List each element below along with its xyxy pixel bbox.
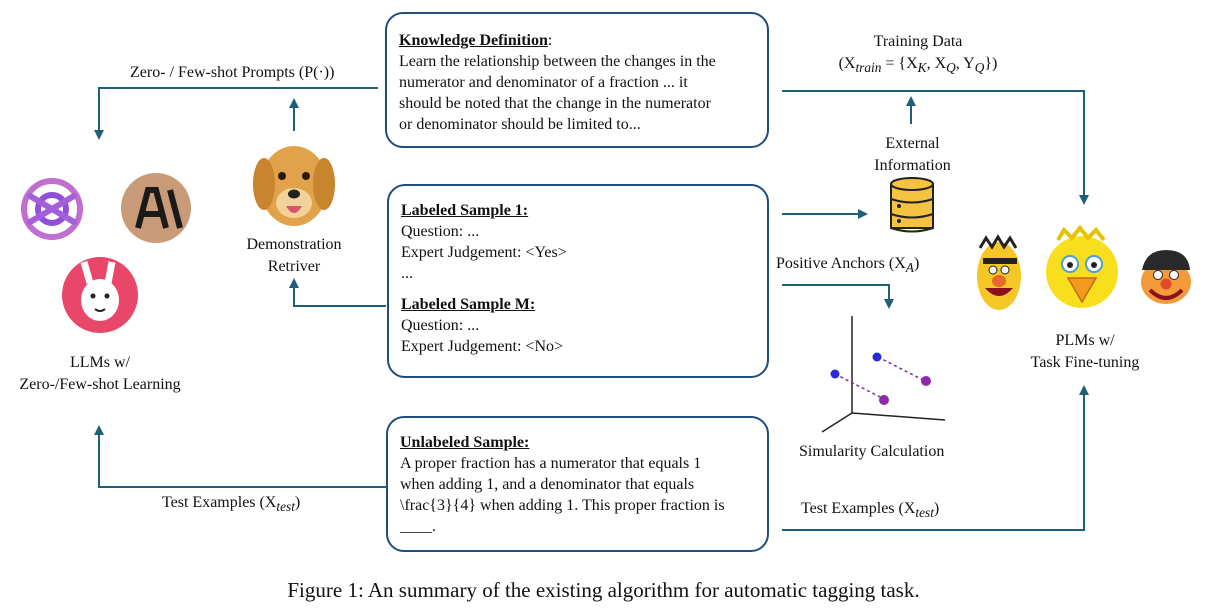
- simularity-calculation-label: Simularity Calculation: [799, 443, 945, 460]
- training-line1: Training Data: [873, 33, 963, 50]
- training-line2: (Xtrain = {XK, XQ, YQ}): [838, 55, 998, 76]
- bert-character-icon: [977, 234, 1021, 310]
- knowledge-line: numerator and denominator of a fraction …: [399, 74, 688, 91]
- unlabeled-line: when adding 1, and a denominator that eq…: [400, 476, 695, 493]
- labeled-sample-m-question: Question: ...: [401, 317, 480, 334]
- llms-label: LLMs w/ Zero-/Few-shot Learning: [0, 352, 200, 396]
- llama-logo-icon: [62, 257, 138, 333]
- anthropic-logo-icon: [121, 173, 191, 243]
- test-examples-right-label: Test Examples (Xtest): [801, 500, 940, 521]
- unlabeled-line: A proper fraction has a numerator that e…: [400, 455, 702, 472]
- anchors-to-plot-arrow: [782, 284, 894, 309]
- llms-line1: LLMs w/: [70, 354, 130, 371]
- external-information-label: External Information: [850, 133, 975, 177]
- demo-retriever-line1: Demonstration: [246, 236, 342, 253]
- positive-anchors-label: Positive Anchors (XA): [776, 255, 920, 276]
- labeled-sample-1-judgement: Expert Judgement: <Yes>: [401, 244, 567, 261]
- unlabeled-line: \frac{3}{4} when adding 1. This proper f…: [400, 497, 725, 514]
- plms-line1: PLMs w/: [1055, 332, 1115, 349]
- unlabeled-sample-title: Unlabeled Sample:: [400, 434, 530, 451]
- knowledge-definition-title: Knowledge Definition: [399, 32, 548, 49]
- labeled-sample-1-title: Labeled Sample 1:: [401, 202, 529, 219]
- unlabeled-sample-box: Unlabeled Sample: A proper fraction has …: [386, 416, 769, 552]
- big-bird-character-icon: [1046, 224, 1118, 308]
- test-left-arrow: [94, 425, 386, 488]
- query-point: [879, 395, 889, 405]
- labeled-to-retriever-arrow: [289, 278, 386, 307]
- training-arrow: [782, 90, 1089, 205]
- labeled-samples-box: Labeled Sample 1: Question: ... Expert J…: [387, 184, 769, 378]
- test-right-arrow: [782, 385, 1089, 531]
- knowledge-line: Learn the relationship between the chang…: [399, 53, 716, 70]
- external-line2: Information: [874, 157, 951, 174]
- external-line1: External: [885, 135, 940, 152]
- knowledge-line: should be noted that the change in the n…: [399, 95, 711, 112]
- labeled-sample-ellipsis: ...: [401, 265, 413, 282]
- knowledge-line: or denominator should be limited to...: [399, 116, 641, 133]
- labeled-sample-m-title: Labeled Sample M:: [401, 296, 536, 313]
- figure-caption: Figure 1: An summary of the existing alg…: [287, 578, 920, 602]
- database-icon: [890, 177, 934, 233]
- unlabeled-line: ____.: [400, 518, 436, 535]
- zero-few-shot-prompts-label: Zero- / Few-shot Prompts (P(·)): [130, 64, 335, 81]
- llms-line2: Zero-/Few-shot Learning: [19, 376, 181, 393]
- knowledge-colon: :: [547, 32, 553, 49]
- plms-line2: Task Fine-tuning: [1030, 354, 1140, 371]
- labeled-sample-1-question: Question: ...: [401, 223, 480, 240]
- plms-label: PLMs w/ Task Fine-tuning: [1005, 330, 1165, 374]
- demo-retriever-line2: Retriver: [267, 258, 321, 275]
- anchor-point: [830, 369, 840, 379]
- similarity-plot: [821, 316, 946, 433]
- test-examples-left-label: Test Examples (Xtest): [162, 494, 301, 515]
- labeled-sample-m-judgement: Expert Judgement: <No>: [401, 338, 564, 355]
- golden-retriever-icon: [253, 146, 335, 226]
- knowledge-definition-box: Knowledge Definition: Learn the relation…: [385, 12, 769, 148]
- query-point: [921, 376, 931, 386]
- anchor-point: [872, 352, 882, 362]
- training-data-label: Training Data (Xtrain = {XK, XQ, YQ}): [818, 31, 1018, 79]
- ernie-character-icon: [1141, 250, 1191, 304]
- openai-logo-icon: [21, 178, 83, 240]
- demonstration-retriever-label: Demonstration Retriver: [234, 234, 354, 278]
- prompt-arrow: [94, 87, 378, 140]
